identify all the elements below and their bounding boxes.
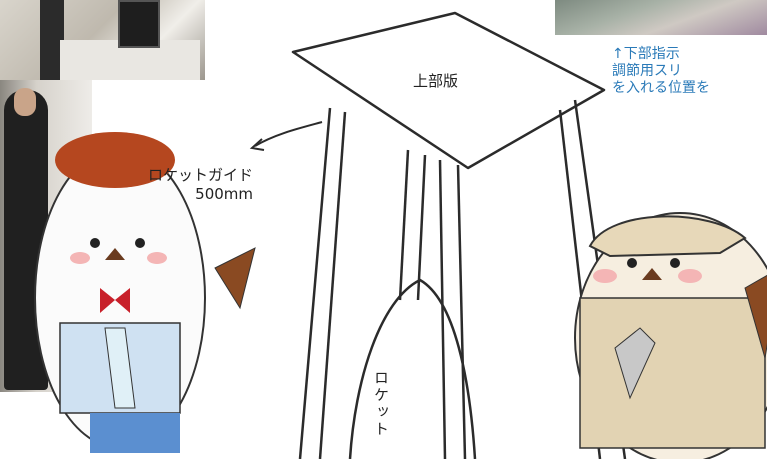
- rocket-guide-label: ロケットガイド 500mm: [148, 166, 254, 203]
- blue-note: ↑下部指示 調節用スリ を入れる位置を: [612, 46, 710, 96]
- legs-sketch: [298, 99, 627, 459]
- rocket-sketch: [348, 278, 477, 459]
- bird-mechanic: [574, 212, 767, 459]
- rocket-vertical-label: ロケット: [372, 370, 390, 438]
- top-board-sketch: [291, 11, 606, 170]
- guide-arrow: [254, 121, 323, 147]
- photo-top-left: [0, 0, 205, 80]
- bird-scientist: [34, 132, 256, 453]
- top-board-label: 上部版: [413, 72, 459, 90]
- photo-top-right: [555, 0, 767, 35]
